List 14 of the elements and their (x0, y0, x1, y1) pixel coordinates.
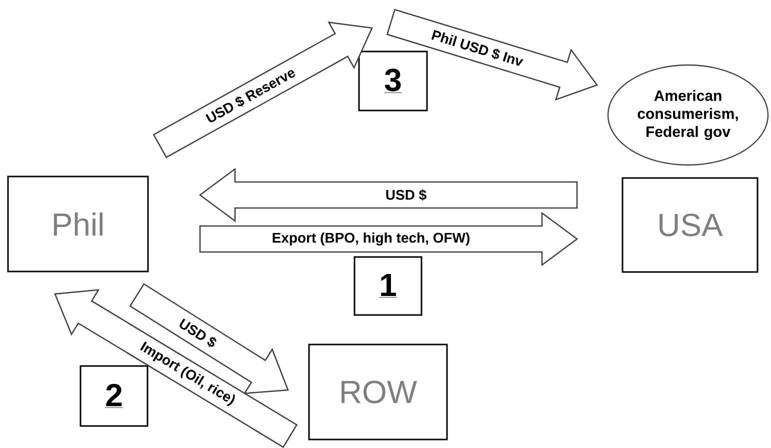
country-box: USA (622, 177, 758, 273)
callout-number: 1 (354, 256, 422, 316)
country-box: Phil (7, 176, 149, 272)
callout-number: 2 (80, 365, 148, 427)
edge-label: USD $ (386, 189, 426, 201)
edge-label: Export (BPO, high tech, OFW) (272, 232, 470, 246)
edge-label: Phil USD $ Inv (431, 30, 524, 66)
block-arrow (199, 212, 578, 266)
oval-bubble: American consumerism, Federal gov (607, 64, 769, 166)
country-box: ROW (308, 344, 448, 440)
block-arrow (129, 283, 289, 394)
block-arrow (198, 168, 578, 222)
edge-label: USD $ (180, 318, 216, 348)
callout-number: 3 (358, 50, 428, 112)
